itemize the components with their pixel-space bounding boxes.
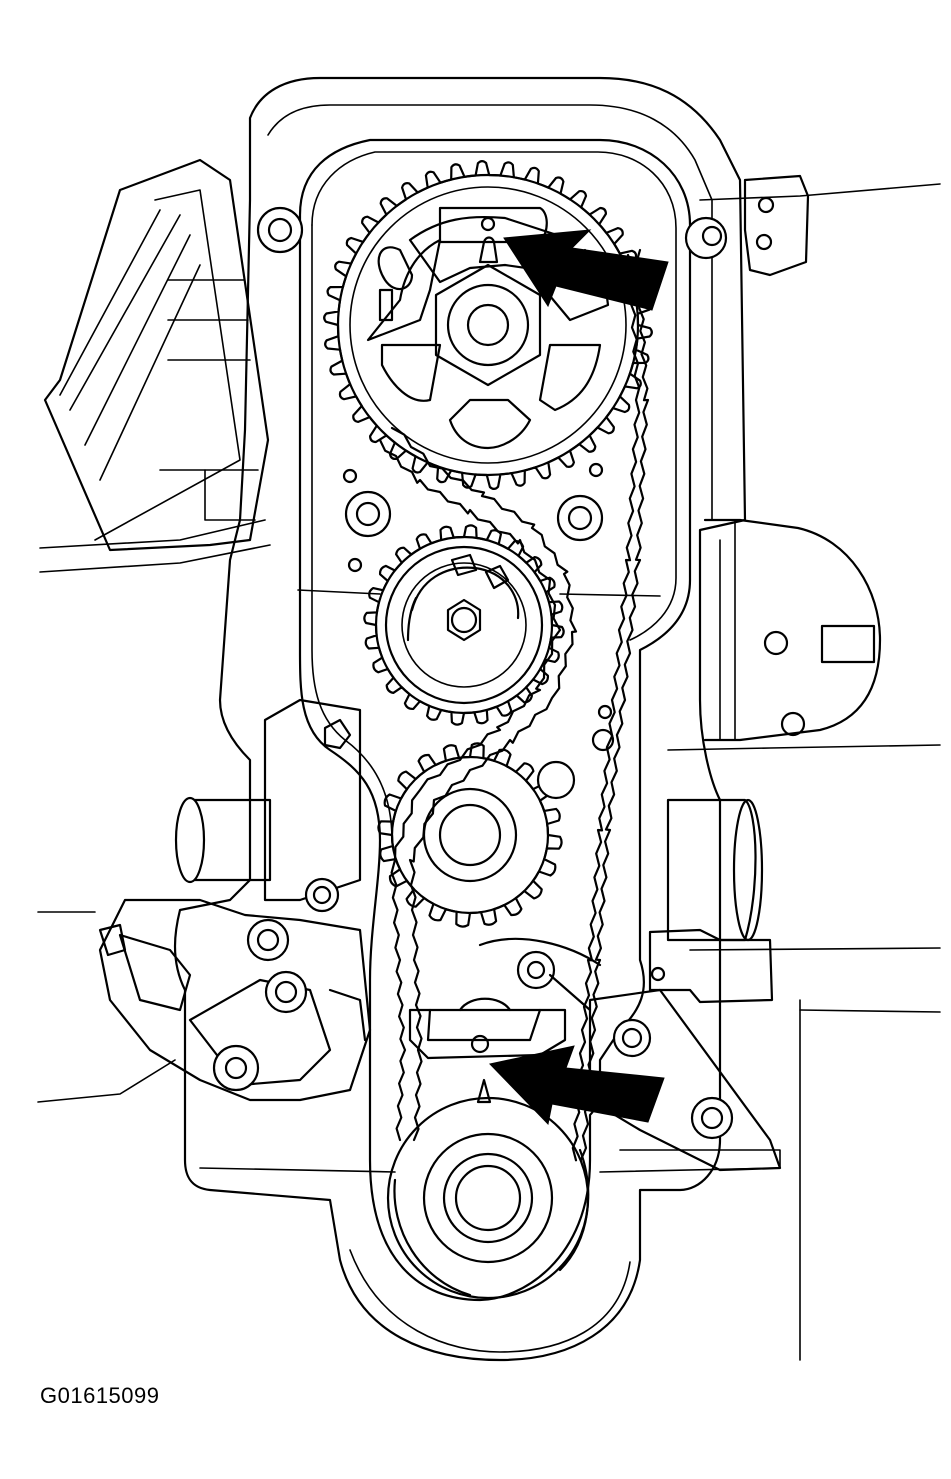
crank-pointer xyxy=(476,1078,492,1104)
camshaft-sprocket xyxy=(323,160,653,490)
belt-edge-0 xyxy=(579,248,650,1161)
timing-cover xyxy=(173,76,781,1362)
bottom-arrow xyxy=(489,1045,665,1126)
tensioner-pulley xyxy=(363,524,565,726)
water-pump-sprocket xyxy=(377,742,576,928)
crank-timing-mark xyxy=(470,1034,490,1054)
bolt-boss-left xyxy=(344,490,392,538)
timing-belt xyxy=(378,248,650,1162)
cam-timing-mark xyxy=(480,216,496,232)
belt-edge-2 xyxy=(378,438,562,1142)
hex-bolt xyxy=(323,718,352,750)
left-components xyxy=(98,698,372,1102)
belt-edge-3 xyxy=(390,426,578,1142)
engine-block-outline xyxy=(37,158,941,1361)
bolt-boss-top-left xyxy=(256,206,304,254)
bolt-boss-right xyxy=(556,494,604,542)
cover-bolts xyxy=(256,206,728,752)
cam-pointer xyxy=(478,236,499,264)
figure-id-label: G01615099 xyxy=(40,1383,160,1408)
top-arrow xyxy=(503,229,669,311)
